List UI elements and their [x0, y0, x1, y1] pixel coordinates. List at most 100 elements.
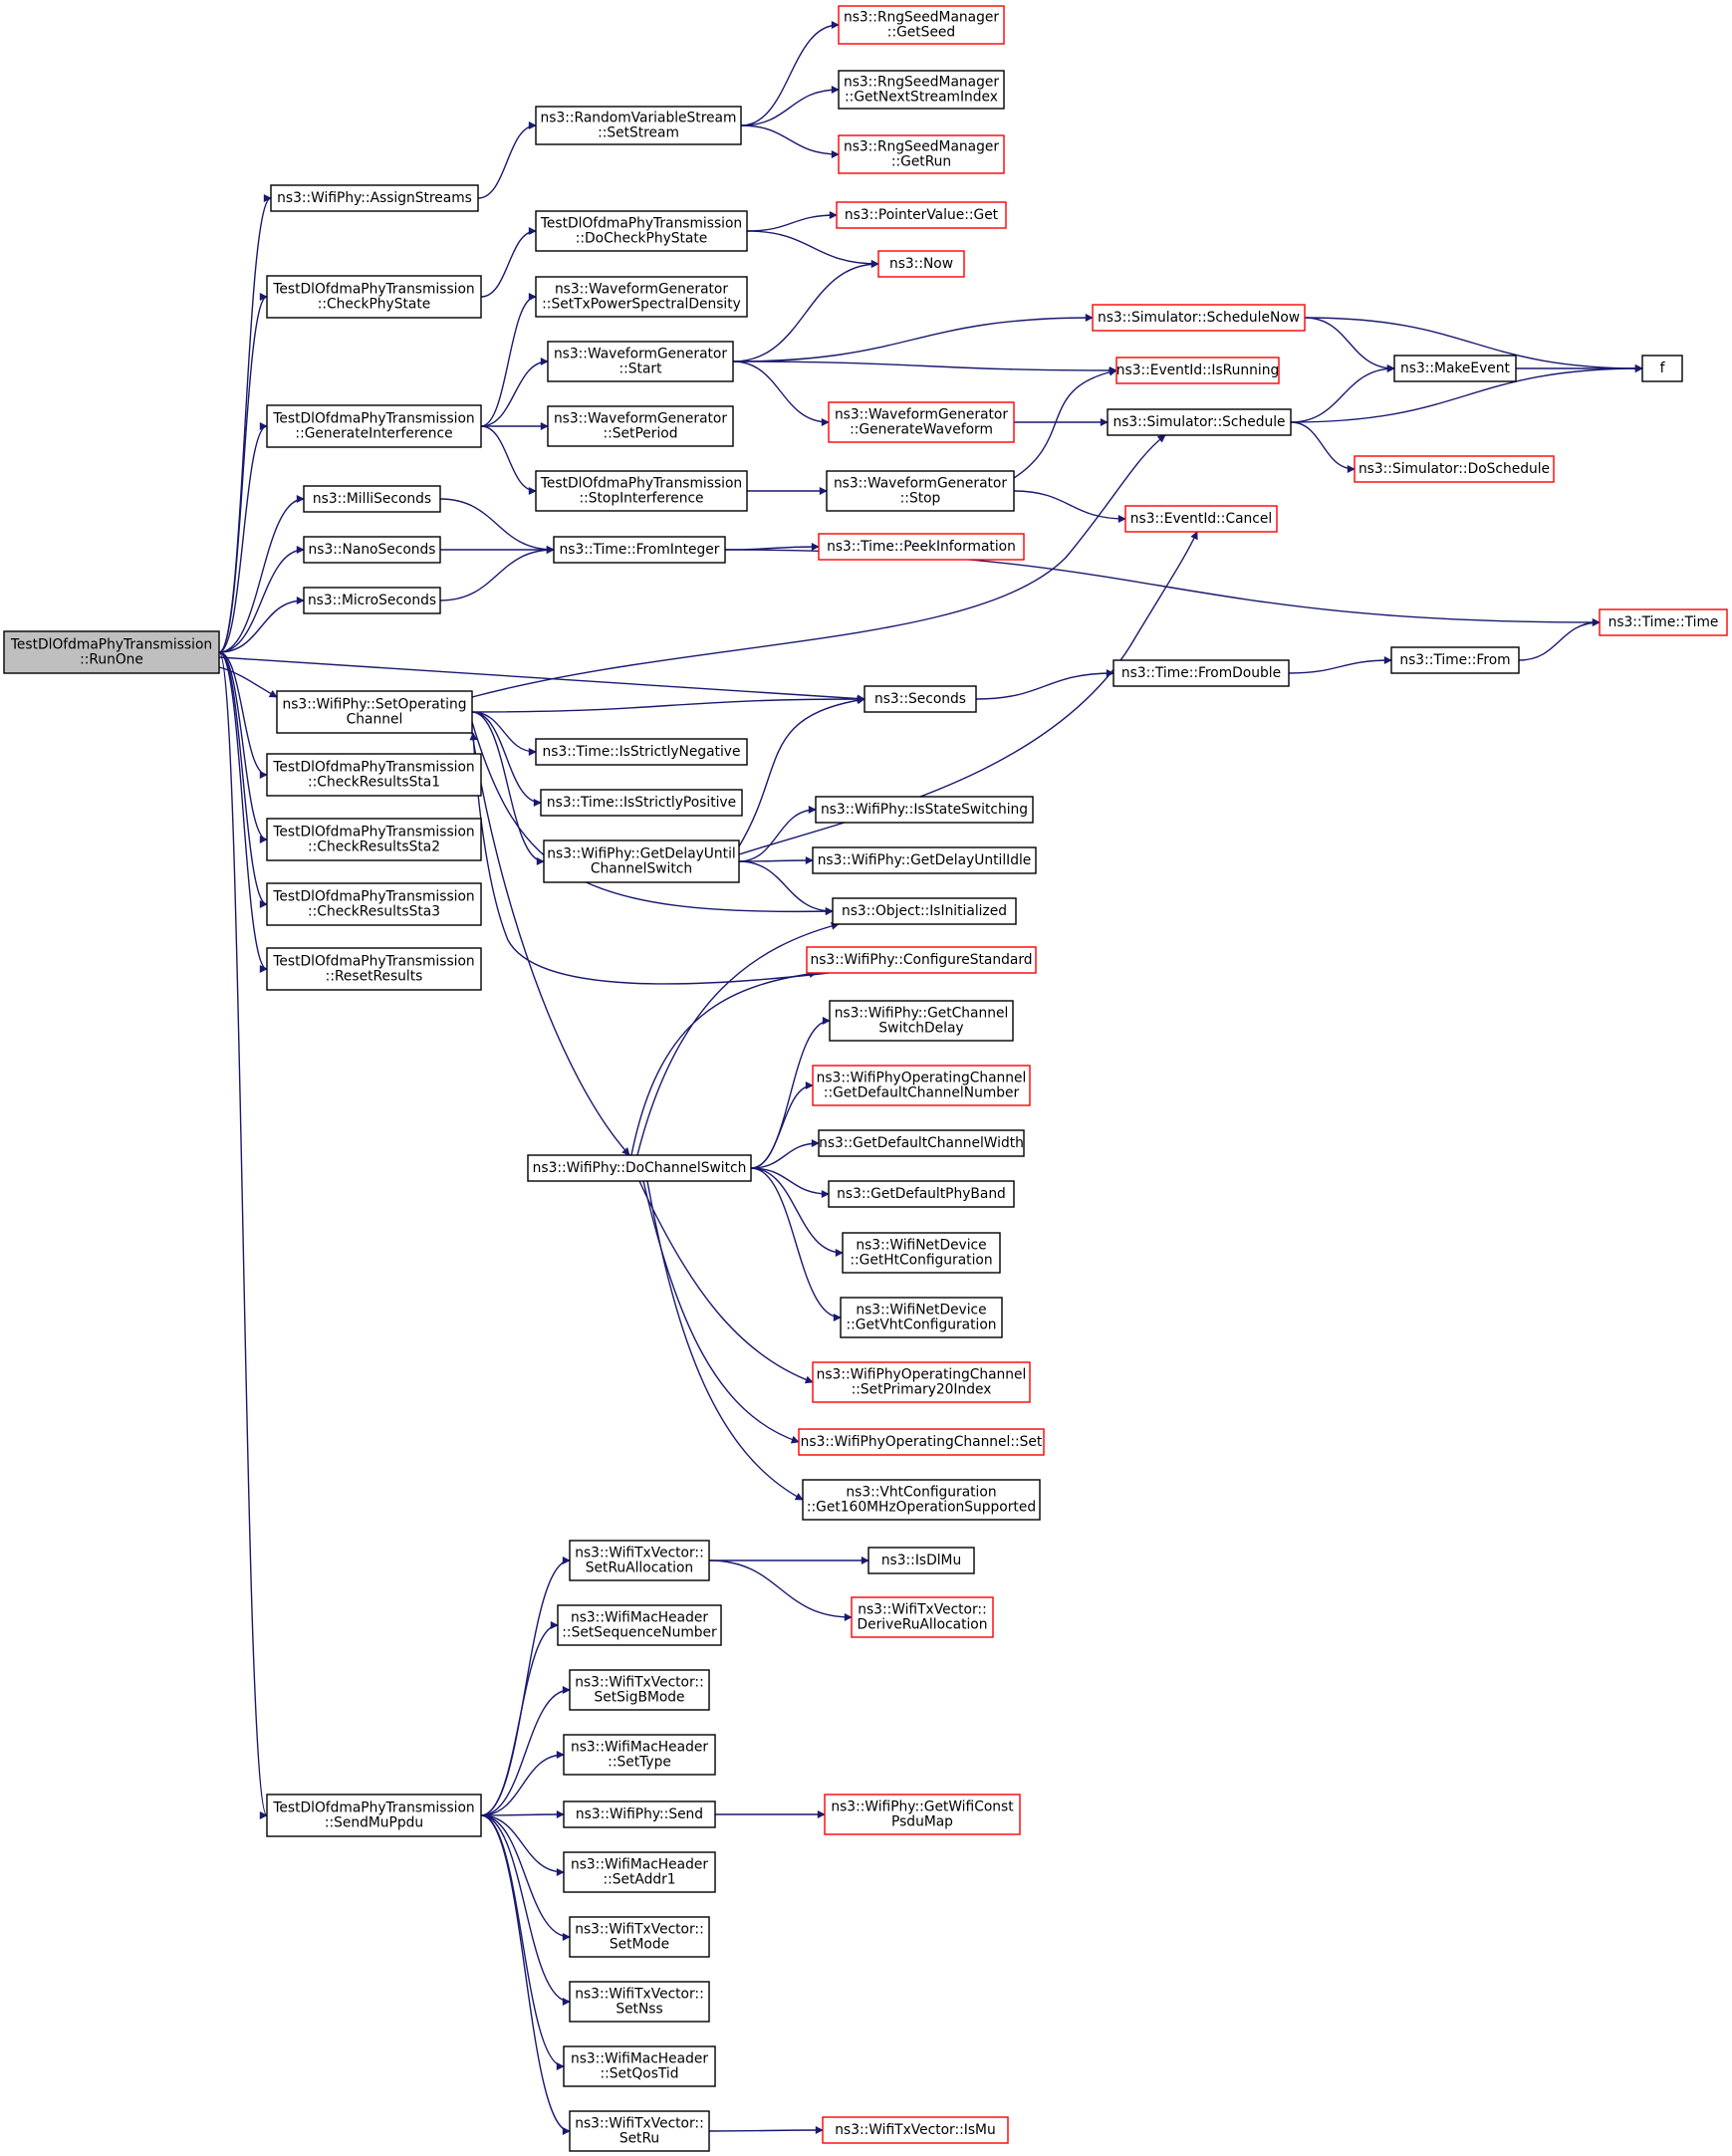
node-assignstreams[interactable]: ns3::WifiPhy::AssignStreams — [270, 184, 479, 212]
node-label-line: ns3::WifiPhy::GetChannel — [835, 1006, 1009, 1022]
node-label-line: ns3::WifiPhy::IsStateSwitching — [821, 802, 1028, 818]
node-box — [822, 2116, 1009, 2144]
node-setrualloc[interactable]: ns3::WifiTxVector::SetRuAllocation — [569, 1540, 710, 1581]
node-checksta3[interactable]: TestDlOfdmaPhyTransmission::CheckResults… — [266, 882, 482, 926]
node-checksta1[interactable]: TestDlOfdmaPhyTransmission::CheckResults… — [266, 753, 482, 797]
node-rsm_getseed[interactable]: ns3::RngSeedManager::GetSeed — [838, 5, 1005, 45]
node-getdelayuntilidle[interactable]: ns3::WifiPhy::GetDelayUntilIdle — [812, 846, 1037, 874]
node-rsm_getrun[interactable]: ns3::RngSeedManager::GetRun — [838, 134, 1005, 174]
call-edge-line — [480, 1686, 571, 1816]
node-getdefphyband[interactable]: ns3::GetDefaultPhyBand — [828, 1180, 1015, 1208]
node-time_peekinfo[interactable]: ns3::Time::PeekInformation — [818, 533, 1025, 561]
call-edge-line — [630, 969, 818, 1156]
node-sim_schedulenow[interactable]: ns3::Simulator::ScheduleNow — [1092, 304, 1306, 332]
node-dochannelswitch[interactable]: ns3::WifiPhy::DoChannelSwitch — [527, 1154, 752, 1182]
node-rsm_getnext[interactable]: ns3::RngSeedManager::GetNextStreamIndex — [838, 70, 1005, 110]
node-milliseconds[interactable]: ns3::MilliSeconds — [303, 485, 441, 513]
node-wg_stop[interactable]: ns3::WaveformGenerator::Stop — [826, 470, 1015, 512]
node-configurestandard[interactable]: ns3::WifiPhy::ConfigureStandard — [806, 946, 1037, 974]
node-resetresults[interactable]: TestDlOfdmaPhyTransmission::ResetResults — [266, 947, 482, 991]
node-setnss[interactable]: ns3::WifiTxVector::SetNss — [569, 1981, 710, 2023]
node-label-line: ChannelSwitch — [591, 861, 692, 877]
node-runone[interactable]: TestDlOfdmaPhyTransmission::RunOne — [3, 630, 220, 674]
node-f[interactable]: f — [1641, 355, 1683, 382]
node-sim_doschedule[interactable]: ns3::Simulator::DoSchedule — [1354, 455, 1555, 483]
node-isstateswitching[interactable]: ns3::WifiPhy::IsStateSwitching — [815, 796, 1034, 824]
node-wg_start[interactable]: ns3::WaveformGenerator::Start — [547, 341, 734, 382]
node-get160[interactable]: ns3::VhtConfiguration::Get160MHzOperatio… — [802, 1479, 1041, 1521]
node-makeevent[interactable]: ns3::MakeEvent — [1393, 355, 1517, 382]
node-stopinterf[interactable]: TestDlOfdmaPhyTransmission::StopInterfer… — [535, 470, 748, 512]
call-edge-dochannelswitch-to-get160 — [646, 1180, 804, 1501]
node-microseconds[interactable]: ns3::MicroSeconds — [303, 587, 441, 614]
node-label-line: ns3::WaveformGenerator — [555, 282, 728, 298]
node-time_from[interactable]: ns3::Time::From — [1390, 646, 1520, 674]
node-settype[interactable]: ns3::WifiMacHeader::SetType — [563, 1734, 716, 1776]
node-rvs_setstream[interactable]: ns3::RandomVariableStream::SetStream — [535, 106, 742, 145]
node-time_isstrictneg[interactable]: ns3::Time::IsStrictlyNegative — [535, 738, 748, 766]
node-now[interactable]: ns3::Now — [877, 250, 965, 278]
node-send[interactable]: ns3::WifiPhy::Send — [563, 1800, 716, 1828]
node-seconds[interactable]: ns3::Seconds — [864, 685, 977, 713]
node-setru[interactable]: ns3::WifiTxVector::SetRu — [569, 2110, 710, 2152]
node-box — [563, 2045, 716, 2087]
node-wpoc_set[interactable]: ns3::WifiPhyOperatingChannel::Set — [798, 1428, 1045, 1456]
node-getht[interactable]: ns3::WifiNetDevice::GetHtConfiguration — [842, 1232, 1001, 1274]
node-label-line: TestDlOfdmaPhyTransmission — [540, 216, 742, 232]
call-edge-dochannelswitch-to-getht — [750, 1167, 844, 1257]
node-getvht[interactable]: ns3::WifiNetDevice::GetVhtConfiguration — [840, 1297, 1003, 1338]
node-deriverualloc[interactable]: ns3::WifiTxVector::DeriveRuAllocation — [851, 1596, 994, 1638]
node-label-line: ::GetNextStreamIndex — [845, 90, 998, 106]
node-label-line: ::CheckResultsSta2 — [308, 839, 440, 855]
node-eventid_cancel[interactable]: ns3::EventId::Cancel — [1124, 505, 1278, 533]
node-label-line: ns3::Time::IsStrictlyPositive — [547, 795, 736, 811]
node-box — [851, 1596, 994, 1638]
node-label-line: TestDlOfdmaPhyTransmission — [272, 760, 474, 776]
node-isdlmu[interactable]: ns3::IsDlMu — [867, 1547, 975, 1574]
node-setaddr1[interactable]: ns3::WifiMacHeader::SetAddr1 — [563, 1851, 716, 1893]
node-object_isinit[interactable]: ns3::Object::IsInitialized — [832, 897, 1017, 925]
call-edge-line — [218, 422, 268, 653]
node-sim_schedule[interactable]: ns3::Simulator::Schedule — [1107, 408, 1292, 436]
node-time_isstrictpos[interactable]: ns3::Time::IsStrictlyPositive — [540, 789, 743, 817]
node-sendmuppdu[interactable]: TestDlOfdmaPhyTransmission::SendMuPpdu — [266, 1794, 482, 1837]
node-time_frominteger[interactable]: ns3::Time::FromInteger — [553, 536, 726, 564]
node-geninterf[interactable]: TestDlOfdmaPhyTransmission::GenerateInte… — [266, 404, 482, 448]
node-time_time[interactable]: ns3::Time::Time — [1599, 608, 1728, 636]
node-setsigbmode[interactable]: ns3::WifiTxVector::SetSigBMode — [569, 1669, 710, 1711]
node-nanoseconds[interactable]: ns3::NanoSeconds — [303, 536, 441, 564]
node-box — [540, 789, 743, 817]
node-setseqnum[interactable]: ns3::WifiMacHeader::SetSequenceNumber — [557, 1604, 722, 1646]
node-box — [806, 946, 1037, 974]
node-setqostid[interactable]: ns3::WifiMacHeader::SetQosTid — [563, 2045, 716, 2087]
node-getdefchwidth[interactable]: ns3::GetDefaultChannelWidth — [818, 1129, 1025, 1157]
node-box — [3, 630, 220, 674]
node-box — [838, 134, 1005, 174]
call-edge-wg_stop-to-eventid_cancel — [1013, 490, 1126, 523]
node-eventid_isrunning[interactable]: ns3::EventId::IsRunning — [1115, 357, 1280, 384]
node-wg_genwave[interactable]: ns3::WaveformGenerator::GenerateWaveform — [828, 401, 1015, 443]
node-pointervalue_get[interactable]: ns3::PointerValue::Get — [836, 201, 1007, 229]
node-setprimary20[interactable]: ns3::WifiPhyOperatingChannel::SetPrimary… — [812, 1361, 1031, 1403]
node-getdefchnum[interactable]: ns3::WifiPhyOperatingChannel::GetDefault… — [812, 1065, 1031, 1106]
node-box — [812, 846, 1037, 874]
call-edge-line — [1304, 317, 1643, 372]
node-checkphystate[interactable]: TestDlOfdmaPhyTransmission::CheckPhyStat… — [266, 275, 482, 319]
node-wtv_ismu[interactable]: ns3::WifiTxVector::IsMu — [822, 2116, 1009, 2144]
node-setmode[interactable]: ns3::WifiTxVector::SetMode — [569, 1916, 710, 1958]
node-label-line: ns3::WifiPhy::AssignStreams — [277, 190, 472, 206]
call-edge-line — [740, 86, 840, 126]
call-edge-line — [480, 1814, 565, 2070]
node-box — [563, 1800, 716, 1828]
node-checksta2[interactable]: TestDlOfdmaPhyTransmission::CheckResults… — [266, 818, 482, 861]
node-docheckphystate[interactable]: TestDlOfdmaPhyTransmission::DoCheckPhySt… — [535, 210, 748, 252]
call-edge-line — [480, 1557, 571, 1816]
node-wg_setperiod[interactable]: ns3::WaveformGenerator::SetPeriod — [547, 405, 734, 447]
node-time_fromdouble[interactable]: ns3::Time::FromDouble — [1113, 659, 1290, 687]
node-wg_settxpsd[interactable]: ns3::WaveformGenerator::SetTxPowerSpectr… — [535, 276, 748, 318]
node-box — [303, 485, 441, 513]
